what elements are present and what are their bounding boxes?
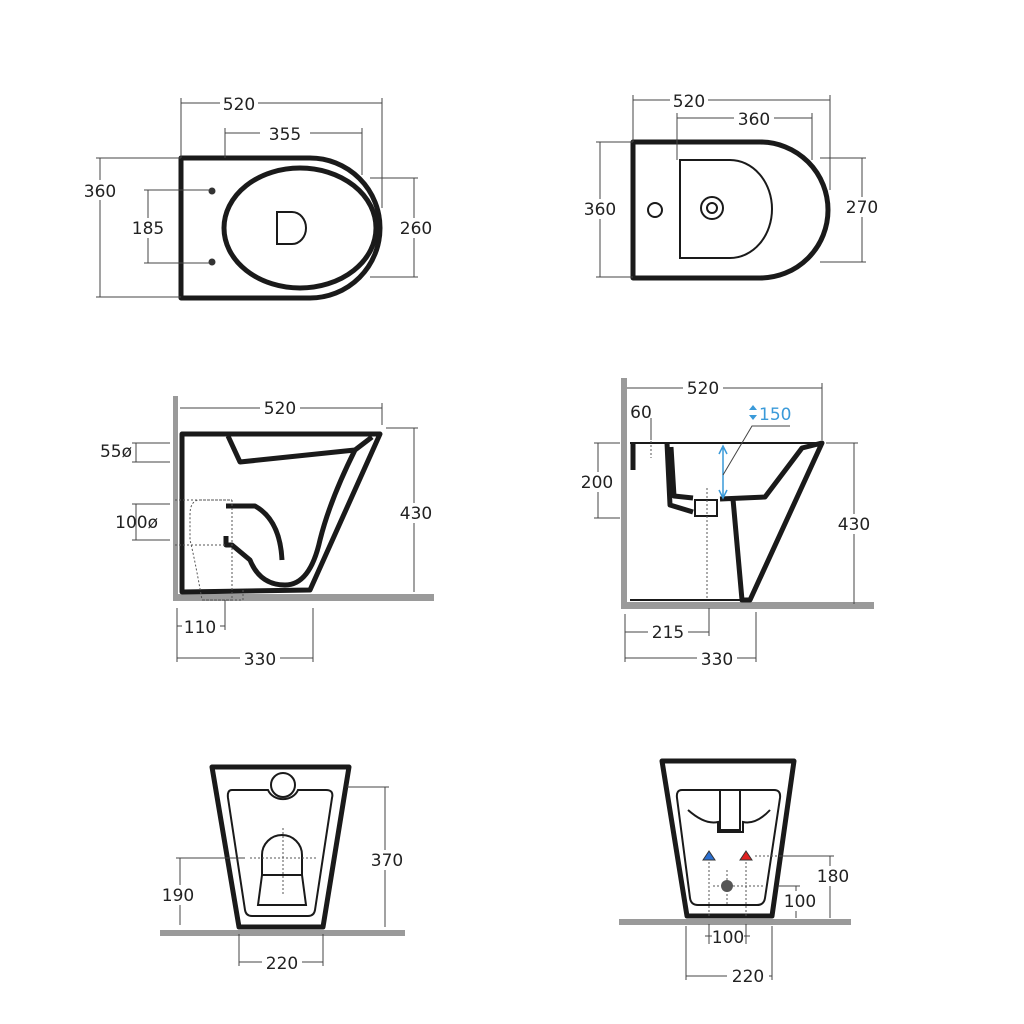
dimension-label: 520 xyxy=(687,379,719,399)
toilet-bowl-outline xyxy=(221,165,379,291)
bidet-top-view: 520 360 360 270 xyxy=(580,90,882,281)
tap-hole xyxy=(647,202,663,218)
inlet-hole xyxy=(270,772,296,798)
dimension-label: 430 xyxy=(400,504,432,524)
wall xyxy=(621,378,627,608)
cold-water-icon xyxy=(702,850,716,861)
dimension-label: 100 xyxy=(712,928,744,948)
toilet-top-view: 520 355 360 185 260 xyxy=(80,93,436,301)
water-depth-arrow xyxy=(718,444,728,500)
dimension-label: 430 xyxy=(838,515,870,535)
hot-water-icon xyxy=(739,850,753,861)
dimension-label: 215 xyxy=(652,623,684,643)
floor xyxy=(160,930,405,936)
toilet-top-outline xyxy=(178,155,383,301)
dimension-label: 330 xyxy=(244,650,276,670)
bidet-front-view: 180 100 100 220 xyxy=(619,758,853,987)
highlight-dimension-label: 150 xyxy=(759,405,791,425)
dimension-label: 110 xyxy=(184,618,216,638)
dimension-label: 355 xyxy=(269,125,301,145)
floor xyxy=(619,919,851,925)
fixing-hole xyxy=(208,258,216,266)
toilet-front-outline xyxy=(209,764,352,930)
dimension-label: 100ø xyxy=(115,513,158,533)
drain-hole-inner xyxy=(706,202,718,214)
drain-outlet xyxy=(694,499,718,517)
dimension-label: 520 xyxy=(223,95,255,115)
dimension-label: 220 xyxy=(732,967,764,987)
bidet-top-outline xyxy=(630,139,831,281)
dimension-label: 60 xyxy=(630,403,652,423)
dimension-label: 200 xyxy=(581,473,613,493)
fixing-hole xyxy=(208,187,216,195)
dimension-label: 360 xyxy=(584,200,616,220)
dimension-label: 270 xyxy=(846,198,878,218)
bidet-basin-outline xyxy=(679,159,773,259)
bidet-side-view: 520 60 150 200 430 215 330 xyxy=(577,378,874,670)
dimension-label: 360 xyxy=(738,110,770,130)
dimension-label: 220 xyxy=(266,954,298,974)
floor xyxy=(173,594,434,601)
wall xyxy=(173,396,178,601)
dimension-label: 185 xyxy=(132,219,164,239)
bidet-side-outline xyxy=(630,442,822,601)
dimension-label: 190 xyxy=(162,886,194,906)
dimension-label: 100 xyxy=(784,892,816,912)
dimension-label: 370 xyxy=(371,851,403,871)
dimension-label: 260 xyxy=(400,219,432,239)
floor xyxy=(621,602,874,609)
drain-hole xyxy=(700,196,724,220)
dimension-label: 330 xyxy=(701,650,733,670)
dimension-label: 520 xyxy=(264,399,296,419)
bidet-front-outline xyxy=(659,758,797,919)
toilet-outlet-shape xyxy=(276,211,307,245)
up-down-arrow-icon xyxy=(749,405,757,420)
toilet-side-view: 520 55ø 100ø 430 110 330 xyxy=(100,396,436,670)
toilet-side-outline xyxy=(179,431,383,595)
dimension-label: 360 xyxy=(84,182,116,202)
toilet-front-view: 190 370 220 xyxy=(158,764,408,974)
dimension-label: 520 xyxy=(673,92,705,112)
dimension-label: 180 xyxy=(817,867,849,887)
dimension-label: 55ø xyxy=(100,442,132,462)
